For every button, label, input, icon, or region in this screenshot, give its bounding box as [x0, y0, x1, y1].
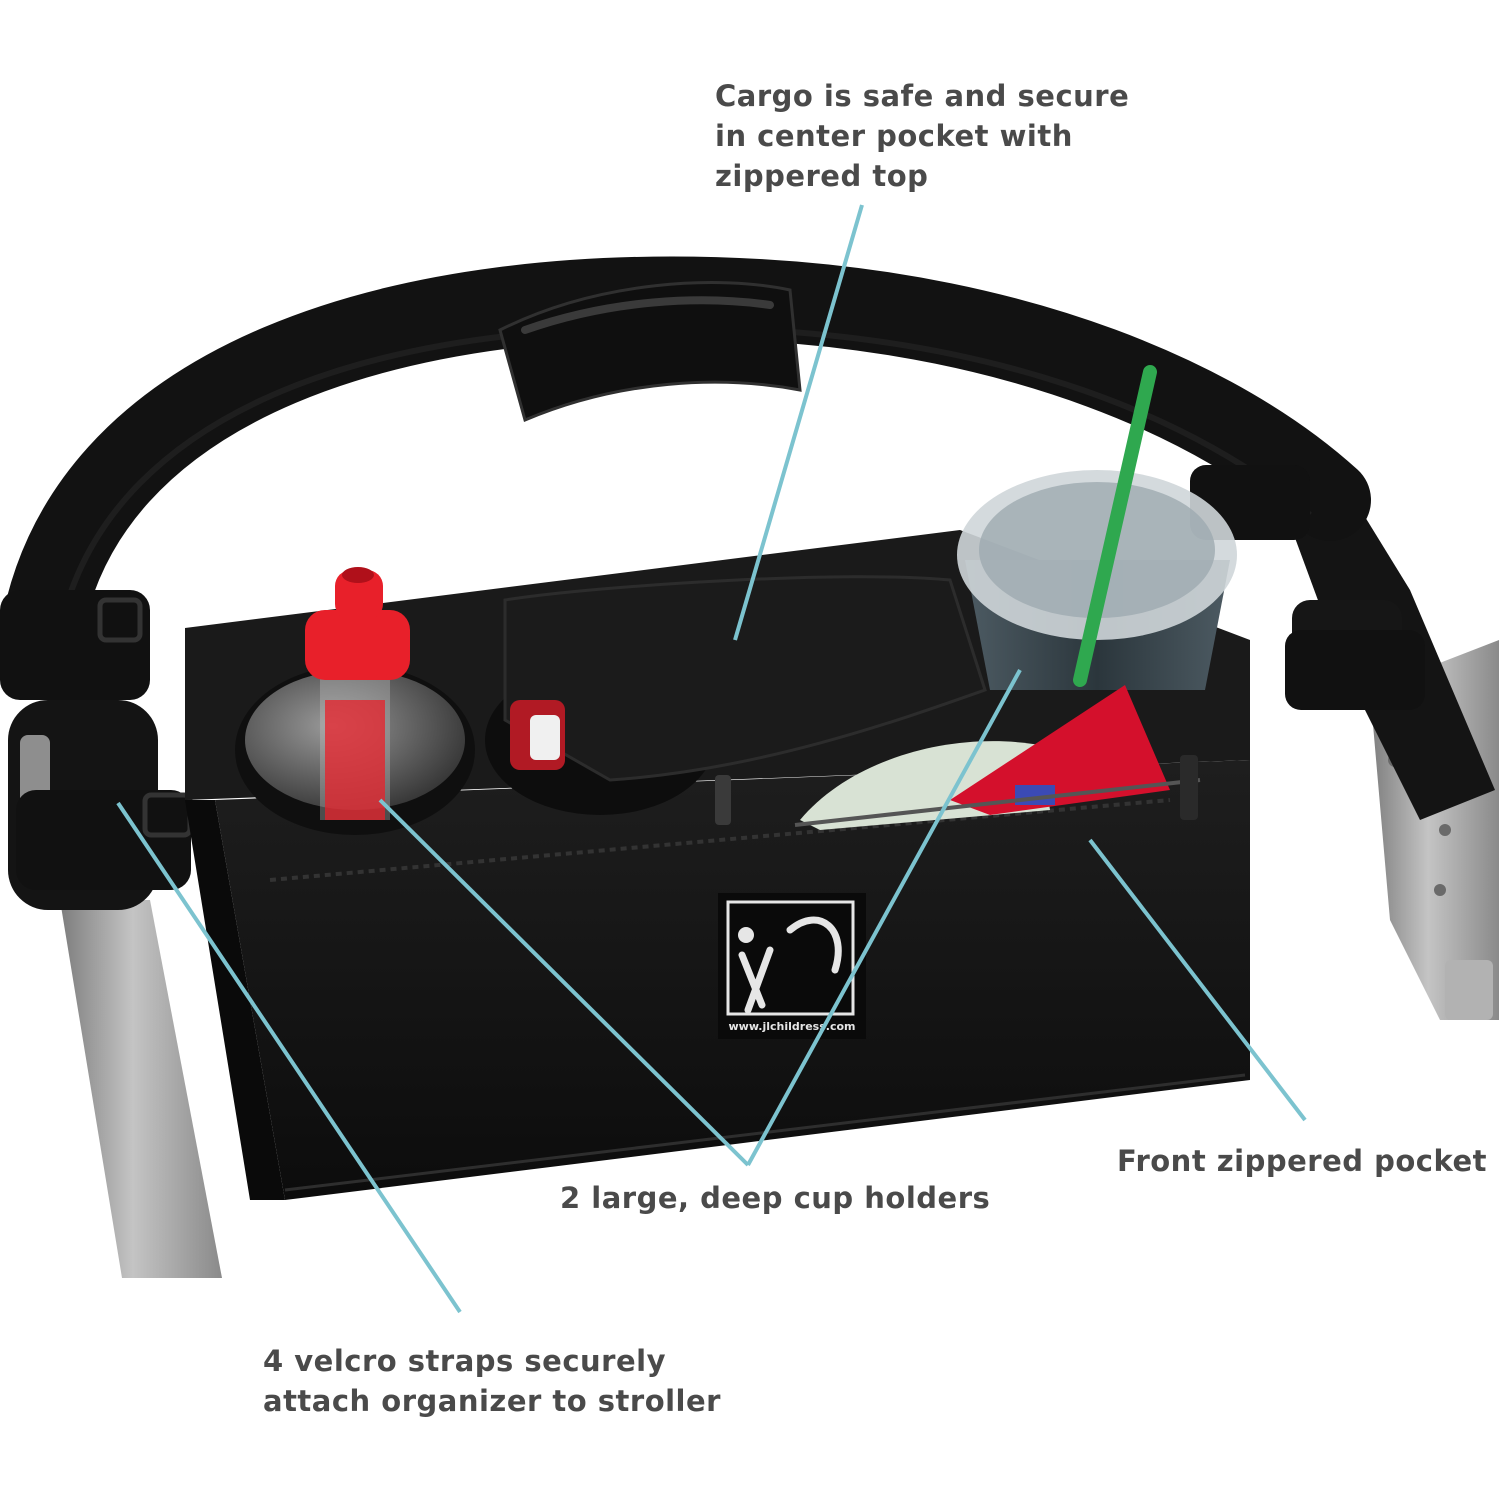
callout-line: 2 large, deep cup holders — [560, 1181, 991, 1215]
callout-front-pocket: Front zippered pocket — [1117, 1141, 1487, 1181]
leader-line-front-pocket — [1088, 838, 1307, 1122]
drink-cup — [957, 365, 1237, 690]
front-pocket-contents — [794, 685, 1201, 830]
logo-url-text: www.jlchildress.com — [729, 1020, 856, 1033]
callout-line: Cargo is safe and secure — [715, 79, 1130, 113]
callout-line: attach organizer to stroller — [263, 1384, 721, 1418]
brand-logo-label: www.jlchildress.com — [718, 893, 866, 1039]
leader-line-cup-drink — [746, 669, 1022, 1166]
center-pocket — [485, 575, 987, 825]
leader-line-velcro — [116, 801, 462, 1314]
callout-line: in center pocket with — [715, 119, 1073, 153]
velcro-strap-left-top — [0, 590, 150, 700]
callout-line: Front zippered pocket — [1117, 1144, 1488, 1178]
callout-line: 4 velcro straps securely — [263, 1344, 666, 1378]
water-bottle — [235, 567, 475, 835]
callout-velcro-straps: 4 velcro straps securely attach organize… — [263, 1341, 721, 1421]
callout-line: zippered top — [715, 159, 929, 193]
velcro-strap-right-bottom — [1285, 630, 1425, 710]
callout-cargo-pocket: Cargo is safe and secure in center pocke… — [715, 76, 1129, 196]
callout-cup-holders: 2 large, deep cup holders — [560, 1178, 990, 1218]
leader-line-cup-bottle — [378, 798, 750, 1167]
leader-line-cargo — [733, 204, 864, 641]
leader-lines — [116, 204, 1307, 1314]
stroller-frame-right — [1270, 460, 1499, 1020]
